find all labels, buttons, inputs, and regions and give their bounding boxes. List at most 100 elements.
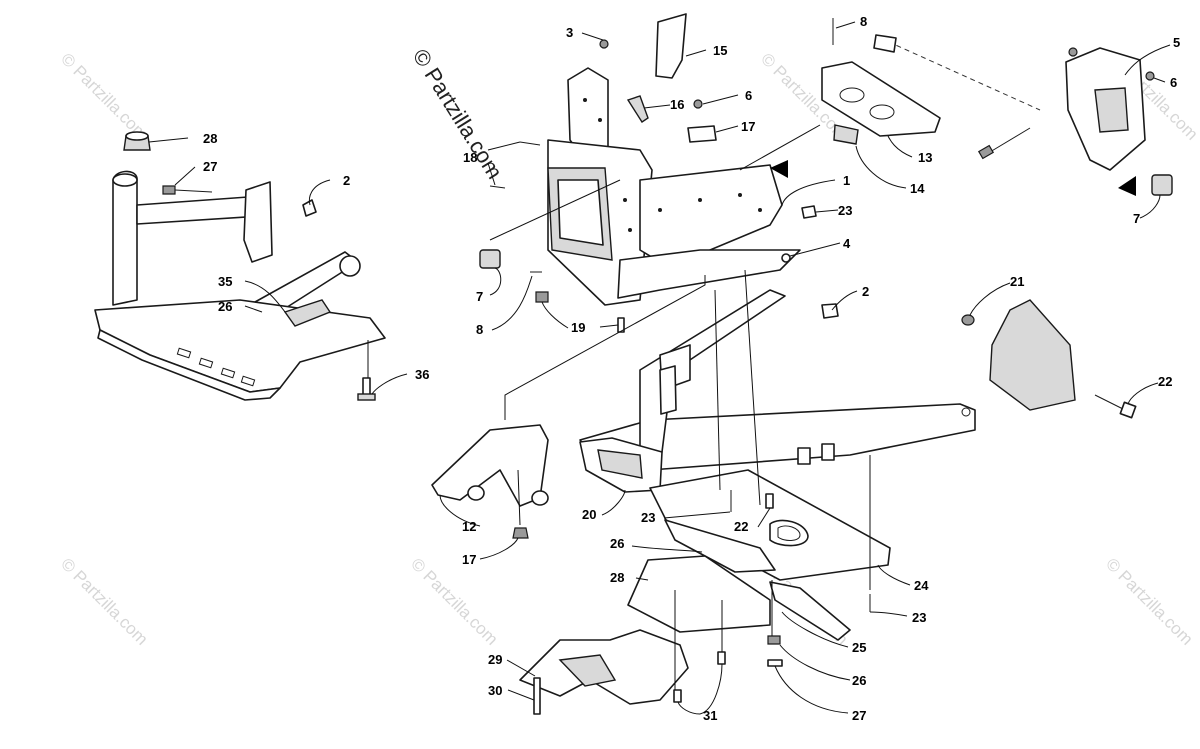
bumper-skid-lip xyxy=(97,329,281,401)
rivet xyxy=(623,198,627,202)
callout-number: 26 xyxy=(218,299,232,314)
callout-number: 6 xyxy=(1170,75,1177,90)
leader-line xyxy=(815,209,839,213)
leader-line xyxy=(789,242,841,257)
bolt xyxy=(533,677,541,715)
skid-slot xyxy=(176,347,192,359)
callout-number: 13 xyxy=(918,150,932,165)
mount-plate xyxy=(821,61,941,137)
callout-number: 25 xyxy=(852,640,866,655)
nut xyxy=(767,635,781,645)
plate-hole xyxy=(869,104,895,120)
seal-strip xyxy=(769,581,851,641)
plate-bracket xyxy=(833,124,859,145)
washer xyxy=(961,314,975,326)
bumper-strut-end xyxy=(339,255,361,277)
leader-line xyxy=(699,663,723,715)
bumper-tube-top xyxy=(112,173,138,187)
callout-number: 5 xyxy=(1173,35,1180,50)
direction-arrow xyxy=(1118,176,1136,196)
leader-line xyxy=(877,564,911,586)
callout-number: 2 xyxy=(343,173,350,188)
leader-line xyxy=(702,94,739,105)
support-wing xyxy=(639,164,783,263)
nut xyxy=(1145,71,1155,81)
leader-line xyxy=(631,545,703,553)
bushing xyxy=(1151,174,1173,196)
lower-guard-fold xyxy=(558,654,617,687)
leader-line xyxy=(371,373,408,395)
leader-line xyxy=(439,494,481,527)
leader-line xyxy=(715,125,739,133)
callout-number: 2 xyxy=(862,284,869,299)
leader-line xyxy=(835,21,856,29)
leader-line xyxy=(489,267,502,296)
fastener xyxy=(519,141,541,146)
leader-line xyxy=(887,135,913,158)
underbody-panel xyxy=(627,555,771,633)
assembly-line xyxy=(739,124,821,171)
nut xyxy=(512,527,529,539)
callout-number: 21 xyxy=(1010,274,1024,289)
callout-number: 23 xyxy=(838,203,852,218)
fastener xyxy=(489,185,506,189)
leader-line xyxy=(831,290,858,311)
direction-arrow xyxy=(770,160,788,178)
callout-number: 6 xyxy=(745,88,752,103)
callout-number: 14 xyxy=(910,181,925,196)
callout-number: 29 xyxy=(488,652,502,667)
callout-number: 18 xyxy=(463,150,477,165)
leader-line xyxy=(969,282,1011,316)
rivet xyxy=(658,208,662,212)
assembly-line xyxy=(504,275,706,420)
bolt-head xyxy=(1119,401,1137,419)
leader-line xyxy=(487,162,496,186)
leader-line xyxy=(677,701,701,715)
leader-line xyxy=(1124,44,1171,76)
callout-number: 15 xyxy=(713,43,727,58)
lower-assembly xyxy=(431,424,851,715)
callout-number: 27 xyxy=(852,708,866,723)
callout-number: 23 xyxy=(912,610,926,625)
bumper-bracket xyxy=(243,181,273,263)
upper-plate-assembly xyxy=(821,18,1173,196)
leader-line xyxy=(869,611,908,617)
leader-line xyxy=(1127,382,1159,405)
callout-number: 22 xyxy=(1158,374,1172,389)
bumper-cap-top xyxy=(125,131,149,141)
callout-number: 31 xyxy=(703,708,717,723)
pedal xyxy=(655,13,687,79)
frame-lug xyxy=(821,443,835,461)
assembly-line xyxy=(517,469,521,526)
callout-number: 8 xyxy=(476,322,483,337)
leader-line xyxy=(855,145,907,189)
callout-number: 20 xyxy=(582,507,596,522)
callout-number: 28 xyxy=(610,570,624,585)
callout-number: 7 xyxy=(1133,211,1140,226)
callout-number: 24 xyxy=(914,578,929,593)
nut xyxy=(693,99,703,109)
side-bracket-boss xyxy=(1094,87,1129,133)
shock-mount-boss xyxy=(531,490,549,506)
skid-slot xyxy=(220,367,236,379)
callout-number: 22 xyxy=(734,519,748,534)
leader-line xyxy=(244,305,263,313)
rivet xyxy=(628,228,632,232)
assembly-line xyxy=(714,289,721,491)
skid-slot xyxy=(198,357,214,369)
leader-line xyxy=(663,511,731,519)
leader-line xyxy=(599,324,619,328)
leader-line xyxy=(174,166,196,186)
leader-line xyxy=(635,577,649,581)
callout-number: 16 xyxy=(670,97,684,112)
rear-bracket xyxy=(989,299,1076,411)
leader-line xyxy=(781,179,836,206)
small-plate xyxy=(873,34,897,53)
trim-strip xyxy=(626,95,649,123)
bolt xyxy=(673,689,682,703)
bolt-shank xyxy=(1094,394,1126,411)
assembly-line xyxy=(489,179,621,241)
leader-line xyxy=(1139,194,1161,219)
rivet xyxy=(598,118,602,122)
